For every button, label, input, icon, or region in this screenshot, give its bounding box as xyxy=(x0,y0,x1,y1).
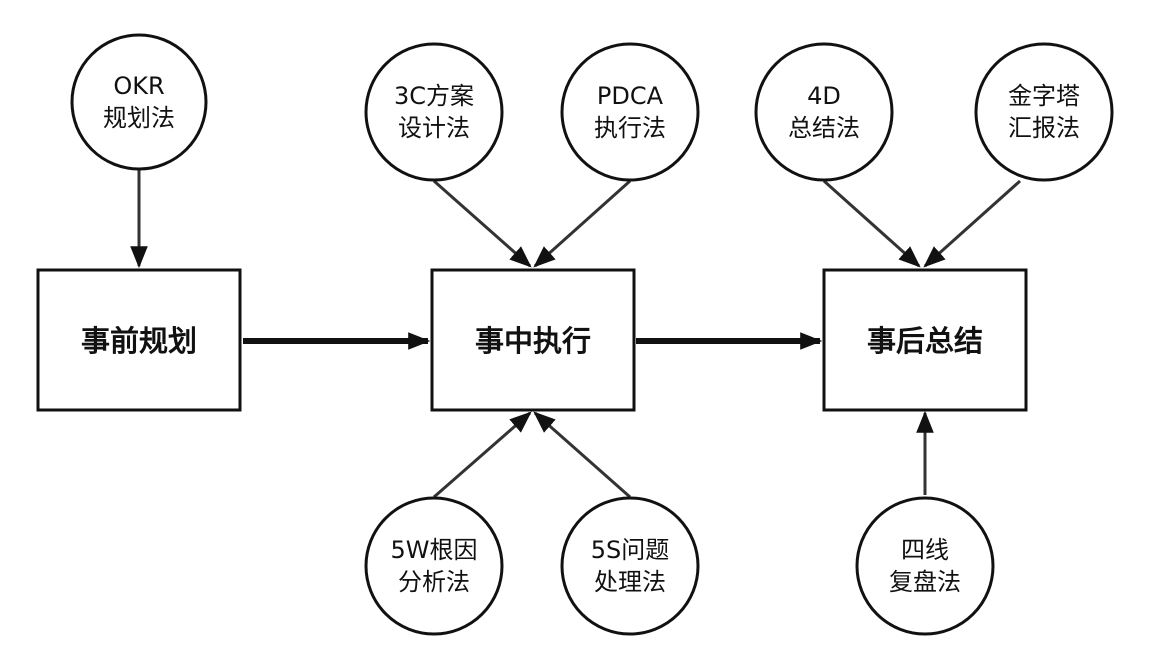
method-five-s-line1: 5S问题 xyxy=(591,536,670,564)
stage-review-box: 事后总结 xyxy=(822,268,1028,412)
method-okr: OKR 规划法 xyxy=(70,33,208,171)
five-s-connector xyxy=(533,411,631,499)
stage-review-label: 事后总结 xyxy=(867,324,983,358)
method-okr-line1: OKR xyxy=(113,72,164,100)
method-four-d-line2: 总结法 xyxy=(788,114,860,142)
method-five-w-line1: 5W根因 xyxy=(391,536,478,564)
method-pyramid-line1: 金字塔 xyxy=(1008,82,1080,110)
pyramid-connector xyxy=(923,179,1022,268)
pdca-connector xyxy=(533,179,632,268)
method-four-d: 4D 总结法 xyxy=(754,42,894,182)
method-four-line: 四线 复盘法 xyxy=(855,496,995,636)
method-four-line-line1: 四线 xyxy=(901,536,949,564)
stage-planning-label: 事前规划 xyxy=(81,324,197,358)
five-w-connector xyxy=(433,411,532,499)
method-okr-line2: 规划法 xyxy=(103,104,175,132)
method-five-w: 5W根因 分析法 xyxy=(364,496,504,636)
three-c-connector xyxy=(433,179,532,268)
stage-execution-label: 事中执行 xyxy=(475,324,591,358)
method-pyramid-line2: 汇报法 xyxy=(1008,114,1080,142)
method-three-c: 3C方案 设计法 xyxy=(364,42,504,182)
four-d-connector xyxy=(822,179,921,268)
method-five-s: 5S问题 处理法 xyxy=(560,496,700,636)
method-five-s-line2: 处理法 xyxy=(594,568,666,596)
method-four-d-line1: 4D xyxy=(807,82,841,110)
method-three-c-line1: 3C方案 xyxy=(394,82,474,110)
method-pdca-line2: 执行法 xyxy=(594,114,666,142)
stage-planning-box: 事前规划 xyxy=(36,268,242,412)
method-three-c-line2: 设计法 xyxy=(398,114,470,142)
method-pdca-line1: PDCA xyxy=(597,82,664,110)
method-pyramid: 金字塔 汇报法 xyxy=(974,42,1114,182)
method-pdca: PDCA 执行法 xyxy=(560,42,700,182)
method-five-w-line2: 分析法 xyxy=(398,568,470,596)
stage-execution-box: 事中执行 xyxy=(430,268,636,412)
method-four-line-line2: 复盘法 xyxy=(889,568,961,596)
